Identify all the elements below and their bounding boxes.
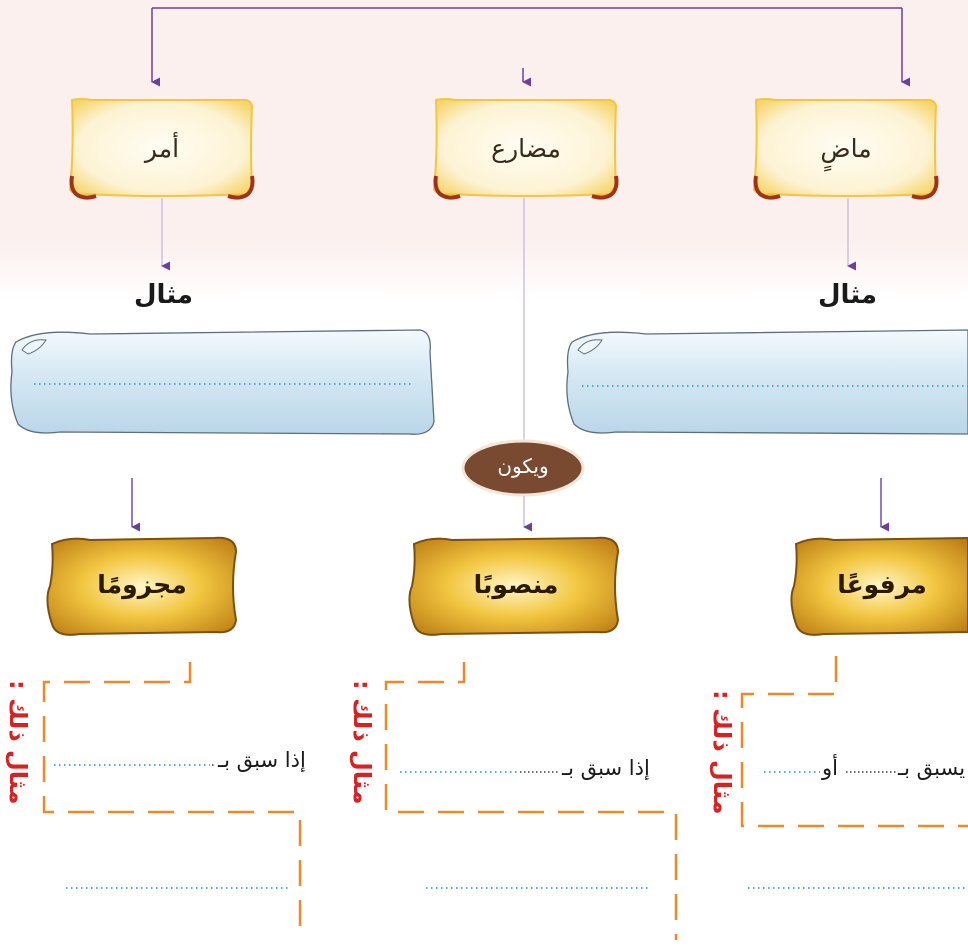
example-scroll-left bbox=[10, 329, 435, 435]
side-label-middle: مثال ذلك : bbox=[348, 680, 376, 805]
condition-marfu: يسبق بـ bbox=[898, 756, 966, 780]
tense-label-mudari: مضارع bbox=[491, 134, 561, 163]
dotted-lines bbox=[54, 764, 968, 889]
example-label-right: مثال bbox=[818, 280, 878, 310]
example-label-left: مثال bbox=[134, 280, 194, 310]
case-arrows bbox=[131, 478, 890, 532]
case-label-majzum: مجزومًا bbox=[97, 570, 187, 599]
case-box-majzum bbox=[46, 536, 238, 636]
top-connector bbox=[151, 7, 911, 87]
tense-box-madi bbox=[752, 98, 939, 200]
tense-label-amr: أمر bbox=[144, 134, 180, 163]
tense-arrows bbox=[161, 198, 857, 446]
case-box-marfu bbox=[790, 536, 968, 636]
condition-majzum: إذا سبق بـ bbox=[218, 748, 306, 772]
tense-label-madi: ماضٍ bbox=[820, 134, 872, 163]
case-label-marfu: مرفوعًا bbox=[837, 570, 927, 599]
connector-oval bbox=[461, 439, 585, 497]
example-scroll-right bbox=[566, 329, 968, 435]
connector-label: ويكون bbox=[497, 454, 549, 478]
tense-box-mudari bbox=[432, 98, 619, 200]
side-label-left: مثال ذلك : bbox=[4, 680, 32, 805]
condition-underscores bbox=[212, 764, 896, 773]
condition-marfu-or: أو bbox=[822, 756, 838, 780]
condition-mansub: إذا سبق بـ bbox=[562, 756, 650, 780]
case-box-mansub bbox=[408, 536, 620, 636]
case-label-mansub: منصوبًا bbox=[473, 570, 559, 599]
tense-box-amr bbox=[68, 98, 255, 200]
side-label-right: مثال ذلك : bbox=[708, 690, 736, 815]
dashed-frames bbox=[42, 656, 968, 940]
